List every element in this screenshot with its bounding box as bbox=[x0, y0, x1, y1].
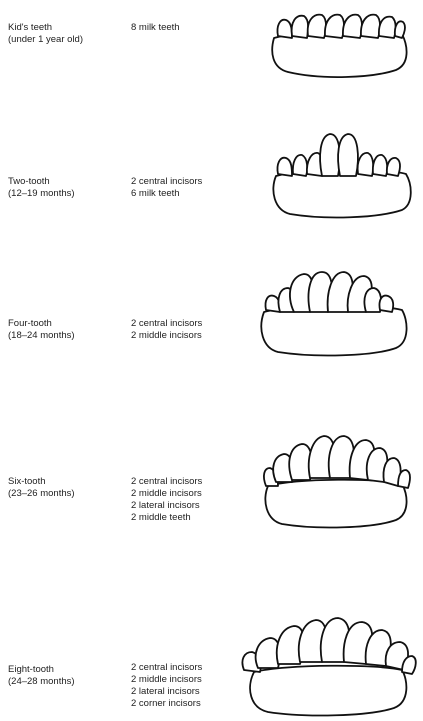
teeth-item: 2 middle teeth bbox=[131, 512, 241, 524]
jaw-8-milk-teeth-icon bbox=[262, 8, 412, 78]
teeth-list: 2 central incisors 2 middle incisors 2 l… bbox=[131, 476, 241, 524]
teeth-item: 2 lateral incisors bbox=[131, 686, 241, 698]
stage-name: Four-tooth bbox=[8, 318, 126, 330]
teeth-item: 2 middle incisors bbox=[131, 674, 241, 686]
stage-label: Kid's teeth (under 1 year old) bbox=[8, 22, 126, 46]
stage-label: Four-tooth (18–24 months) bbox=[8, 318, 126, 342]
jaw-six-tooth-icon bbox=[258, 430, 416, 530]
teeth-item: 2 central incisors bbox=[131, 176, 241, 188]
teeth-item: 2 corner incisors bbox=[131, 698, 241, 710]
teeth-list: 2 central incisors 2 middle incisors 2 l… bbox=[131, 662, 241, 710]
teeth-item: 2 central incisors bbox=[131, 318, 241, 330]
teeth-item: 2 central incisors bbox=[131, 476, 241, 488]
stage-name: Eight-tooth bbox=[8, 664, 126, 676]
stage-label: Eight-tooth (24–28 months) bbox=[8, 664, 126, 688]
stage-name: Kid's teeth bbox=[8, 22, 126, 34]
teeth-list: 8 milk teeth bbox=[131, 22, 241, 34]
teeth-item: 8 milk teeth bbox=[131, 22, 241, 34]
jaw-four-tooth-icon bbox=[256, 268, 414, 360]
stage-age: (18–24 months) bbox=[8, 330, 126, 342]
teeth-item: 6 milk teeth bbox=[131, 188, 241, 200]
stage-age: (12–19 months) bbox=[8, 188, 126, 200]
stage-age: (under 1 year old) bbox=[8, 34, 126, 46]
stage-name: Two-tooth bbox=[8, 176, 126, 188]
jaw-eight-tooth-icon bbox=[240, 614, 418, 718]
teeth-list: 2 central incisors 2 middle incisors bbox=[131, 318, 241, 342]
teeth-list: 2 central incisors 6 milk teeth bbox=[131, 176, 241, 200]
stage-age: (24–28 months) bbox=[8, 676, 126, 688]
stage-label: Six-tooth (23–26 months) bbox=[8, 476, 126, 500]
teeth-item: 2 central incisors bbox=[131, 662, 241, 674]
stage-name: Six-tooth bbox=[8, 476, 126, 488]
jaw-two-tooth-icon bbox=[266, 128, 416, 220]
teeth-item: 2 lateral incisors bbox=[131, 500, 241, 512]
teeth-item: 2 middle incisors bbox=[131, 330, 241, 342]
stage-age: (23–26 months) bbox=[8, 488, 126, 500]
stage-label: Two-tooth (12–19 months) bbox=[8, 176, 126, 200]
teeth-item: 2 middle incisors bbox=[131, 488, 241, 500]
